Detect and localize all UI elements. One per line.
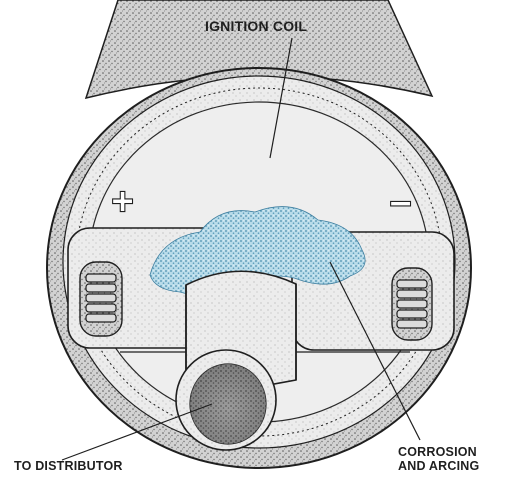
- label-corrosion-and-arcing: CORROSION AND ARCING: [398, 445, 479, 474]
- label-corrosion-line2: AND ARCING: [398, 459, 479, 473]
- label-to-distributor: TO DISTRIBUTOR: [14, 459, 123, 473]
- positive-terminal-marker: +: [110, 184, 135, 219]
- label-ignition-coil: IGNITION COIL: [205, 18, 307, 34]
- label-corrosion-line1: CORROSION: [398, 445, 479, 459]
- negative-terminal-marker: −: [388, 186, 413, 221]
